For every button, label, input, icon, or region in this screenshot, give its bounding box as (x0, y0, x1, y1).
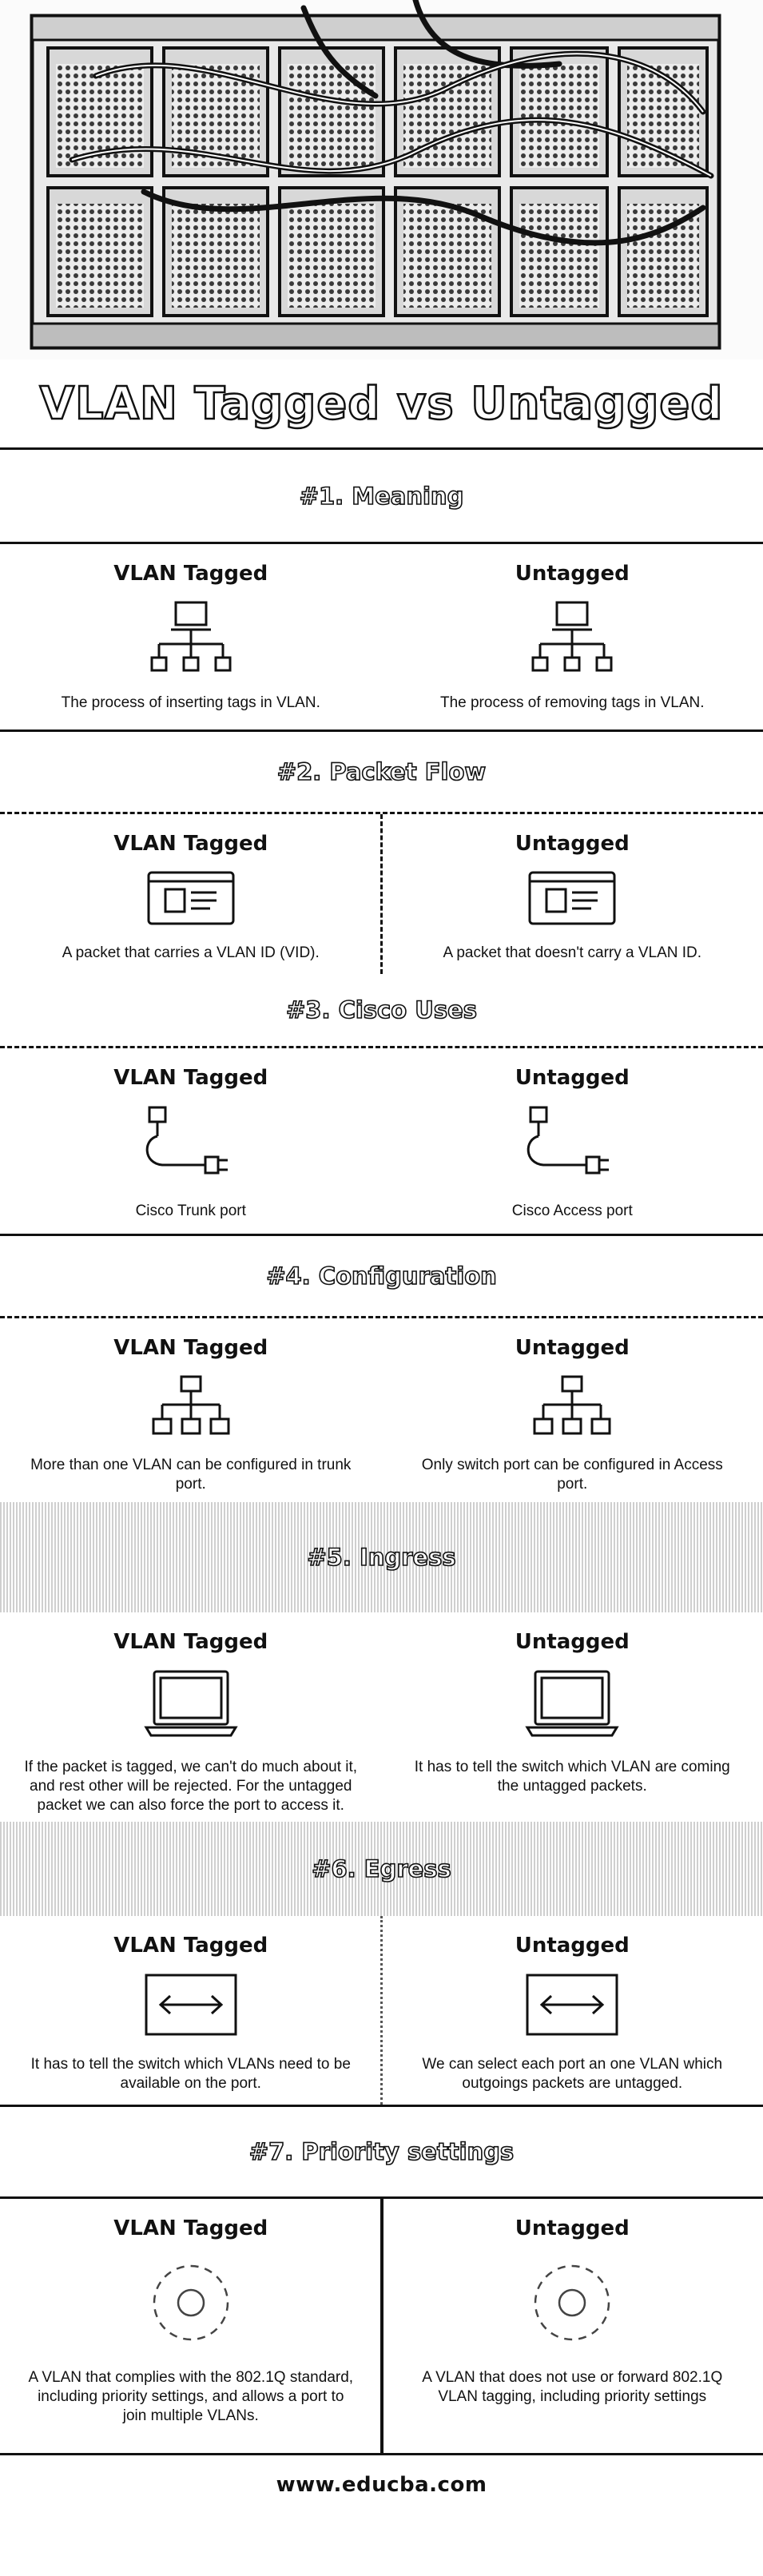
section-rule (0, 2105, 763, 2107)
column-vlan-tagged: VLAN Tagged It has to tell the switch wh… (0, 1916, 382, 2105)
column-title: VLAN Tagged (113, 1336, 268, 1360)
column-description: It has to tell the switch which VLANs ne… (30, 2056, 351, 2092)
laptop-icon (143, 1668, 239, 1743)
column-description: A VLAN that does not use or forward 802.… (422, 2369, 723, 2405)
column-description: The process of inserting tags in VLAN. (61, 694, 320, 711)
column-description: The process of removing tags in VLAN. (439, 694, 705, 711)
column-untagged: Untagged We can select each port an one … (382, 1916, 763, 2105)
column-untagged: Untagged It has to tell the switch which… (382, 1612, 763, 1822)
section-row-priority-settings: VLAN Tagged A VLAN that complies with th… (0, 2199, 763, 2453)
hierarchy-icon (532, 1374, 612, 1441)
column-title: VLAN Tagged (113, 1934, 268, 1958)
cable-plug-icon (143, 1104, 239, 1187)
column-untagged: Untagged A VLAN that does not use or for… (382, 2199, 763, 2453)
section-row-meaning: VLAN Tagged The process of inserting tag… (0, 544, 763, 729)
column-description: Cisco Access port (511, 1203, 633, 1219)
gear-icon (143, 2255, 239, 2354)
section-row-cisco-uses: VLAN Tagged Cisco Trunk port Untagged Ci… (0, 1048, 763, 1234)
server-rack-illustration (0, 0, 763, 360)
section-rule (0, 812, 763, 814)
cable-plug-icon (524, 1104, 620, 1187)
section-heading-configuration: #4. Configuration (265, 1262, 497, 1290)
column-divider (380, 2199, 383, 2453)
section-rule (0, 542, 763, 544)
column-divider (380, 1916, 383, 2105)
packet-window-icon (527, 870, 617, 929)
column-vlan-tagged: VLAN Tagged Cisco Trunk port (0, 1048, 382, 1234)
section-heading-packet-flow: #2. Packet Flow (276, 757, 487, 786)
hierarchy-icon (151, 1374, 231, 1441)
column-vlan-tagged: VLAN Tagged The process of inserting tag… (0, 544, 382, 729)
column-title: Untagged (515, 2216, 630, 2240)
column-title: VLAN Tagged (113, 832, 268, 856)
bidirectional-arrow-icon (143, 1972, 239, 2041)
section-row-packet-flow: VLAN Tagged A packet that carries a VLAN… (0, 814, 763, 974)
page-title: VLAN Tagged vs Untagged (38, 376, 724, 431)
section-heading-egress: #6. Egress (0, 1822, 763, 1916)
column-title: VLAN Tagged (113, 1630, 268, 1654)
column-untagged: Untagged Only switch port can be configu… (382, 1318, 763, 1502)
column-description: Cisco Trunk port (135, 1203, 246, 1219)
section-row-ingress: VLAN Tagged If the packet is tagged, we … (0, 1612, 763, 1822)
network-tree-icon (528, 600, 616, 679)
column-title: Untagged (515, 1630, 630, 1654)
section-rule (0, 729, 763, 732)
column-description: A packet that carries a VLAN ID (VID). (62, 944, 320, 961)
section-rule (0, 1234, 763, 1236)
section-rule (0, 2196, 763, 2199)
column-description: It has to tell the switch which VLAN are… (414, 1759, 730, 1795)
column-vlan-tagged: VLAN Tagged A VLAN that complies with th… (0, 2199, 382, 2453)
column-title: VLAN Tagged (113, 2216, 268, 2240)
column-description: A VLAN that complies with the 802.1Q sta… (28, 2369, 354, 2424)
laptop-icon (524, 1668, 620, 1743)
column-title: Untagged (515, 562, 630, 586)
column-title: VLAN Tagged (113, 1066, 268, 1090)
packet-window-icon (146, 870, 236, 929)
section-heading-priority-settings: #7. Priority settings (248, 2137, 515, 2166)
bidirectional-arrow-icon (524, 1972, 620, 2041)
column-divider (380, 814, 383, 974)
column-title: VLAN Tagged (113, 562, 268, 586)
column-untagged: Untagged A packet that doesn't carry a V… (382, 814, 763, 974)
section-row-configuration: VLAN Tagged More than one VLAN can be co… (0, 1318, 763, 1502)
column-description: If the packet is tagged, we can't do muc… (24, 1759, 358, 1814)
column-title: Untagged (515, 1934, 630, 1958)
network-tree-icon (147, 600, 235, 679)
column-description: A packet that doesn't carry a VLAN ID. (443, 944, 702, 961)
footer-url[interactable]: www.educba.com (276, 2473, 487, 2497)
section-heading-meaning: #1. Meaning (299, 482, 464, 511)
section-heading-ingress: #5. Ingress (0, 1502, 763, 1612)
column-vlan-tagged: VLAN Tagged A packet that carries a VLAN… (0, 814, 382, 974)
column-untagged: Untagged The process of removing tags in… (382, 544, 763, 729)
section-heading-cisco-uses: #3. Cisco Uses (285, 996, 478, 1024)
section-row-egress: VLAN Tagged It has to tell the switch wh… (0, 1916, 763, 2105)
column-title: Untagged (515, 1336, 630, 1360)
column-description: Only switch port can be configured in Ac… (421, 1457, 723, 1493)
column-vlan-tagged: VLAN Tagged If the packet is tagged, we … (0, 1612, 382, 1822)
column-description: We can select each port an one VLAN whic… (422, 2056, 723, 2092)
column-title: Untagged (515, 1066, 630, 1090)
column-description: More than one VLAN can be configured in … (30, 1457, 352, 1493)
section-rule (0, 447, 763, 450)
section-rule (0, 1046, 763, 1048)
column-untagged: Untagged Cisco Access port (382, 1048, 763, 1234)
section-rule (0, 2453, 763, 2455)
section-rule (0, 1316, 763, 1318)
column-title: Untagged (515, 832, 630, 856)
column-vlan-tagged: VLAN Tagged More than one VLAN can be co… (0, 1318, 382, 1502)
gear-icon (524, 2255, 620, 2354)
